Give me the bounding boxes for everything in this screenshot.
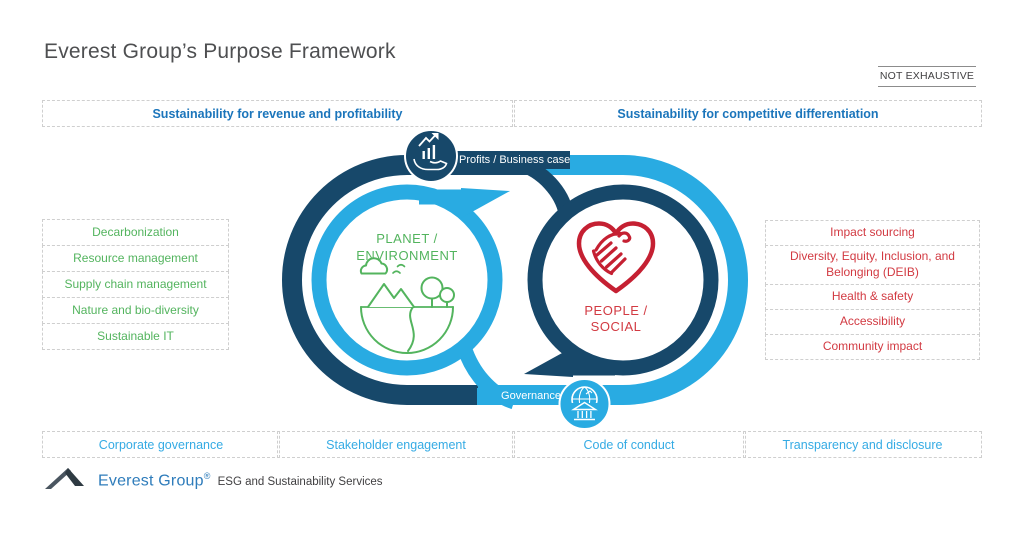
not-exhaustive-note: NOT EXHAUSTIVE: [878, 66, 976, 87]
heart-handshake-icon: [576, 221, 656, 294]
governance-item-conduct: Code of conduct: [512, 431, 746, 458]
page-title: Everest Group’s Purpose Framework: [44, 40, 396, 63]
planet-environment-label: PLANET / ENVIRONMENT: [356, 231, 458, 263]
profits-growth-hand-icon: [404, 129, 458, 183]
governance-item-corporate: Corporate governance: [42, 431, 280, 458]
header-competitive-differentiation: Sustainability for competitive different…: [514, 100, 982, 127]
governance-item-stakeholder: Stakeholder engagement: [277, 431, 515, 458]
brand-tagline: ESG and Sustainability Services: [217, 476, 383, 488]
nature-illustration-icon: [359, 257, 455, 354]
list-item: Nature and bio-diversity: [42, 297, 229, 324]
brand-name: Everest Group®: [98, 470, 211, 489]
header-revenue-profitability: Sustainability for revenue and profitabi…: [42, 100, 513, 127]
list-item: Diversity, Equity, Inclusion, and Belong…: [765, 245, 980, 285]
environment-topics-list: Decarbonization Resource management Supp…: [42, 219, 229, 350]
list-item: Health & safety: [765, 284, 980, 310]
governance-bar: Governance: [477, 388, 585, 405]
people-social-label: PEOPLE / SOCIAL: [584, 303, 648, 334]
list-item: Sustainable IT: [42, 323, 229, 350]
list-item: Community impact: [765, 334, 980, 360]
blue-arrowhead: [461, 188, 510, 218]
list-item: Impact sourcing: [765, 220, 980, 246]
navy-arrowhead: [524, 347, 573, 377]
footer-logo: Everest Group® ESG and Sustainability Se…: [44, 462, 383, 490]
list-item: Accessibility: [765, 309, 980, 335]
registered-mark: ®: [203, 470, 211, 481]
governance-globe-institution-icon: [558, 378, 611, 430]
list-item: Supply chain management: [42, 271, 229, 298]
list-item: Resource management: [42, 245, 229, 272]
social-topics-list: Impact sourcing Diversity, Equity, Inclu…: [765, 220, 980, 360]
governance-item-transparency: Transparency and disclosure: [743, 431, 982, 458]
list-item: Decarbonization: [42, 219, 229, 246]
everest-mountain-icon: [45, 468, 84, 489]
